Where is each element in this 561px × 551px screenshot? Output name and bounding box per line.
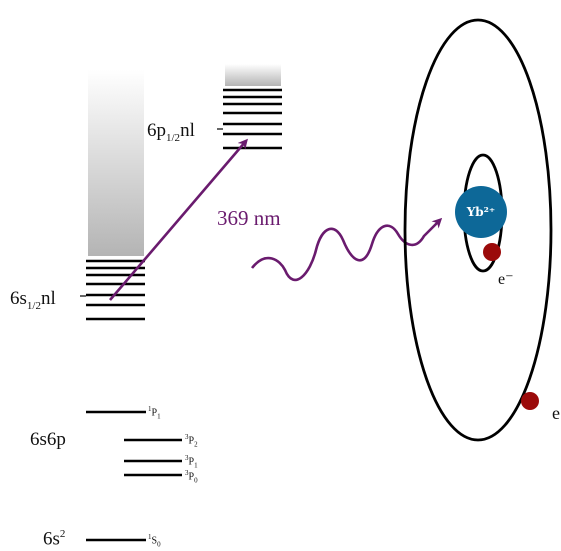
rydberg-p-levels — [223, 88, 282, 150]
term-3P2: 3P2 — [185, 433, 198, 449]
yb-ion — [455, 186, 507, 238]
photon-wave — [250, 217, 443, 282]
yb-ion-label: Yb²⁺ — [466, 205, 496, 219]
label-rydberg-s: 6s1/2nl — [10, 288, 56, 312]
rydberg-p-continuum — [225, 64, 281, 86]
inner-electron — [483, 243, 501, 261]
term-3P0: 3P0 — [185, 469, 198, 485]
label-6s6p: 6s6p — [30, 429, 66, 450]
outer-electron — [521, 392, 539, 410]
outer-orbit — [403, 18, 553, 442]
outer-electron-label: e — [552, 403, 560, 423]
transition-arrow — [109, 138, 248, 301]
inner-electron-label: e⁻ — [498, 271, 514, 288]
label-rydberg-p: 6p1/2nl — [147, 120, 195, 144]
rydberg-s-continuum — [88, 70, 144, 256]
label-6s2: 6s2 — [43, 528, 66, 550]
term-1S0: 1S0 — [148, 533, 161, 549]
wavelength-label: 369 nm — [217, 206, 281, 230]
term-3P1: 3P1 — [185, 454, 198, 470]
term-1P1: 1P1 — [148, 405, 161, 421]
